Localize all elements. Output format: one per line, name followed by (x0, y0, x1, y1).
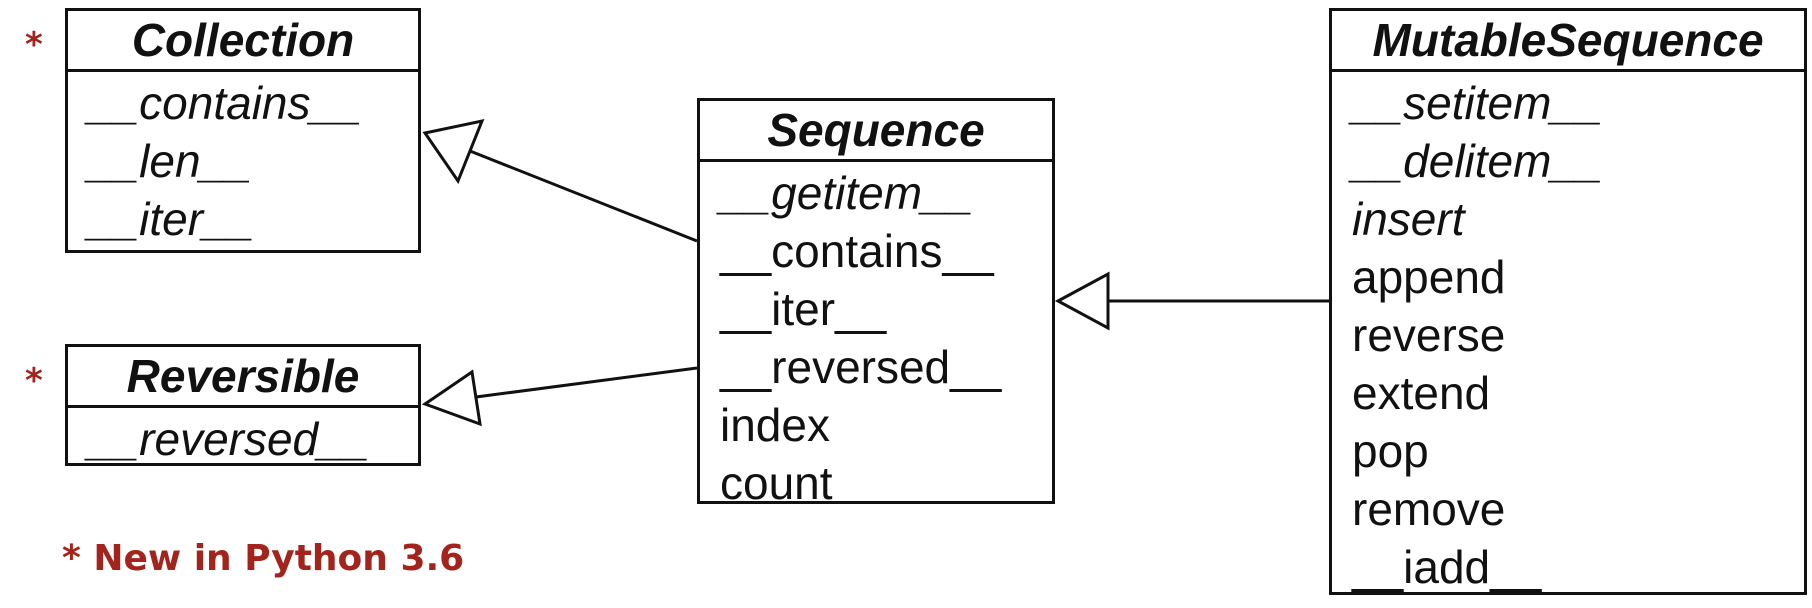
method-item: __delitem__ (1352, 135, 1603, 187)
collection-inheritance-arrowhead (422, 118, 485, 185)
method-list-mutable-sequence: __setitem__ __delitem__insert append revers… (1332, 72, 1804, 596)
method-item: append (1352, 251, 1506, 303)
method-list-reversible: __reversed__ (68, 408, 418, 468)
method-item: pop (1352, 425, 1429, 477)
sequence-to-reversible-line (475, 366, 698, 399)
method-item: __setitem__ (1352, 77, 1603, 129)
new-marker-reversible: * (25, 361, 43, 401)
method-item: remove (1352, 483, 1506, 535)
class-box-sequence: Sequence __getitem__ __contains__ __iter__… (697, 98, 1055, 509)
method-item: insert (1352, 193, 1465, 245)
method-item: reverse (1352, 309, 1506, 361)
sequence-inheritance-arrowhead (1054, 271, 1110, 331)
class-box-mutable-sequence: MutableSequence __setitem__ __delitem__in… (1329, 8, 1807, 595)
method-item: __reversed__ (88, 413, 370, 465)
sequence-to-collection-line (469, 149, 698, 243)
method-item: __iter__ (88, 193, 255, 245)
class-title-collection: Collection (68, 11, 418, 72)
class-box-collection: Collection __contains__ __len__ __iter__ (65, 8, 421, 253)
class-title-reversible: Reversible (68, 347, 418, 408)
method-item: __contains__ (720, 225, 994, 277)
method-item: __len__ (88, 135, 252, 187)
method-item: index (720, 399, 830, 451)
class-box-reversible: Reversible __reversed__ (65, 344, 421, 466)
footnote-new-in-python: * New in Python 3.6 (62, 538, 465, 579)
method-item: __contains__ (88, 77, 362, 129)
class-title-mutable-sequence: MutableSequence (1332, 11, 1804, 72)
method-item: __iter__ (720, 283, 887, 335)
class-title-sequence: Sequence (700, 101, 1052, 162)
method-list-collection: __contains__ __len__ __iter__ (68, 72, 418, 248)
method-item: __reversed__ (720, 341, 1002, 393)
method-item: extend (1352, 367, 1491, 419)
method-list-sequence: __getitem__ __contains__ __iter__ __reverse… (700, 162, 1052, 512)
new-marker-collection: * (25, 25, 43, 65)
method-item: __getitem__ (720, 167, 974, 219)
method-item: count (720, 457, 833, 509)
reversible-inheritance-arrowhead (421, 369, 482, 427)
method-item: __iadd__ (1352, 541, 1542, 593)
